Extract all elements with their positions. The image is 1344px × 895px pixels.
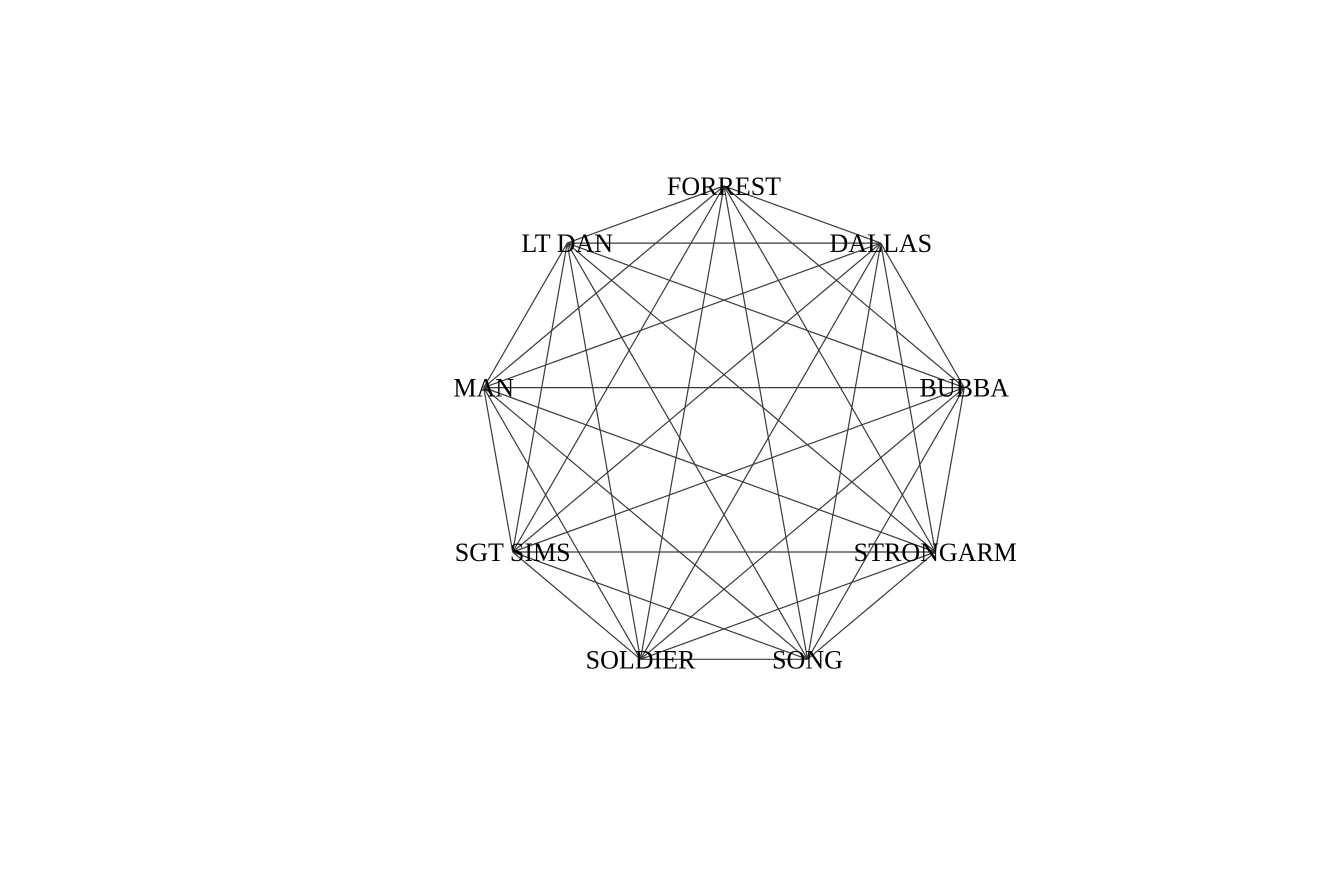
edge-soldier-man [483, 387, 642, 660]
edge-dallas-song [806, 242, 882, 660]
edge-dallas-strongarm [880, 242, 936, 553]
edge-forrest-dallas [723, 185, 882, 244]
edge-dallas-bubba [880, 242, 965, 388]
node-label-strongarm: STRONGARM [854, 538, 1017, 567]
edge-soldier-lt_dan [566, 242, 642, 660]
edge-forrest-man [483, 185, 725, 389]
node-label-lt_dan: LT DAN [521, 229, 613, 258]
edge-sgt_sims-lt_dan [512, 242, 568, 553]
graph-edges [483, 185, 965, 660]
edge-forrest-sgt_sims [512, 185, 725, 553]
edge-forrest-song [723, 185, 809, 660]
edge-dallas-sgt_sims [512, 242, 882, 553]
edge-man-lt_dan [483, 242, 568, 388]
edge-bubba-lt_dan [566, 242, 965, 389]
node-label-song: SONG [772, 645, 843, 674]
edge-forrest-soldier [639, 185, 725, 660]
node-label-dallas: DALLAS [830, 229, 933, 258]
edge-strongarm-man [483, 387, 936, 553]
node-label-forrest: FORREST [667, 172, 781, 201]
edge-bubba-song [806, 387, 965, 660]
edge-song-sgt_sims [512, 551, 808, 660]
edge-song-man [483, 387, 808, 660]
edge-sgt_sims-man [483, 387, 514, 553]
edge-soldier-sgt_sims [512, 551, 641, 660]
edge-strongarm-soldier [640, 551, 936, 660]
edge-forrest-strongarm [723, 185, 936, 553]
edge-strongarm-song [807, 551, 936, 660]
edge-forrest-lt_dan [566, 185, 725, 244]
graph-node-labels: FORREST DALLAS BUBBA STRONGARM SONG SOLDIER SG… [453, 172, 1017, 674]
edge-dallas-man [483, 242, 882, 389]
edge-song-lt_dan [566, 242, 809, 660]
edge-bubba-sgt_sims [512, 387, 965, 553]
node-label-bubba: BUBBA [920, 374, 1010, 403]
edge-dallas-soldier [639, 242, 882, 660]
edge-strongarm-lt_dan [566, 242, 936, 553]
edge-forrest-bubba [723, 185, 965, 389]
edge-bubba-soldier [640, 387, 965, 660]
node-label-sgt_sims: SGT SIMS [455, 538, 571, 567]
edge-bubba-strongarm [934, 387, 965, 553]
node-label-soldier: SOLDIER [586, 645, 696, 674]
node-label-man: MAN [453, 374, 514, 403]
